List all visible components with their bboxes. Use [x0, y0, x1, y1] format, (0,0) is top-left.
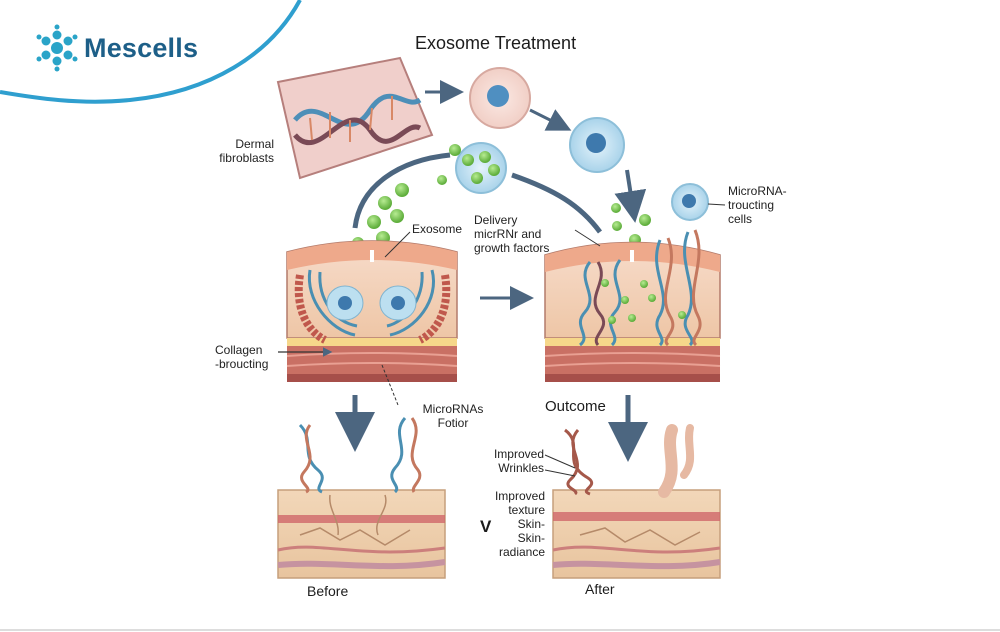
exosome-dots-right	[611, 203, 651, 246]
skin-block-left	[286, 240, 458, 382]
label-collagen-broucting: Collagen -broucting	[215, 343, 269, 371]
leader-texture	[544, 469, 576, 477]
label-microrna-troucting-cells: MicroRNA- troucting cells	[728, 184, 787, 226]
blue-cell	[569, 117, 625, 173]
dermal-fibroblast-patch	[276, 56, 434, 180]
skin-block-after	[552, 424, 721, 579]
leader-delivery	[574, 229, 601, 247]
leader-wrinkles	[544, 454, 576, 469]
versus-mark: V	[480, 517, 492, 536]
arc-left	[352, 152, 451, 229]
brand-name[interactable]: Mescells	[84, 33, 199, 63]
label-dermal-fibroblasts: Dermal fibroblasts	[219, 137, 274, 165]
arrow-to-blue-cell	[529, 108, 572, 131]
label-outcome: Outcome	[545, 398, 606, 415]
cell-cluster-icon	[36, 24, 78, 72]
label-after: After	[585, 581, 615, 597]
brand-swoosh	[0, 0, 305, 105]
exosome-cell	[455, 142, 507, 194]
leader-exosome	[384, 231, 411, 258]
microrna-cell	[671, 183, 709, 221]
arc-right	[511, 172, 603, 234]
arrow-down-blue-cell	[614, 169, 647, 223]
stem-cell	[469, 67, 531, 129]
leader-microrna-cell	[707, 203, 726, 206]
label-before: Before	[307, 583, 349, 599]
label-improved-texture: Improved texture Skin- Skin- radiance	[494, 489, 545, 559]
label-exosome: Exosome	[412, 222, 463, 236]
leader-micrornas	[381, 364, 399, 406]
skin-block-right	[544, 229, 721, 382]
diagram-title: Exosome Treatment	[415, 33, 577, 53]
skin-block-before	[277, 417, 446, 579]
label-micrornas-fotior: MicroRNAs Fotior	[422, 402, 484, 430]
brand-swoosh-line	[0, 0, 302, 104]
label-improved-wrinkles: Improved Wrinkles	[493, 447, 544, 475]
label-delivery: Delivery micrRNr and growth factors	[474, 213, 550, 255]
